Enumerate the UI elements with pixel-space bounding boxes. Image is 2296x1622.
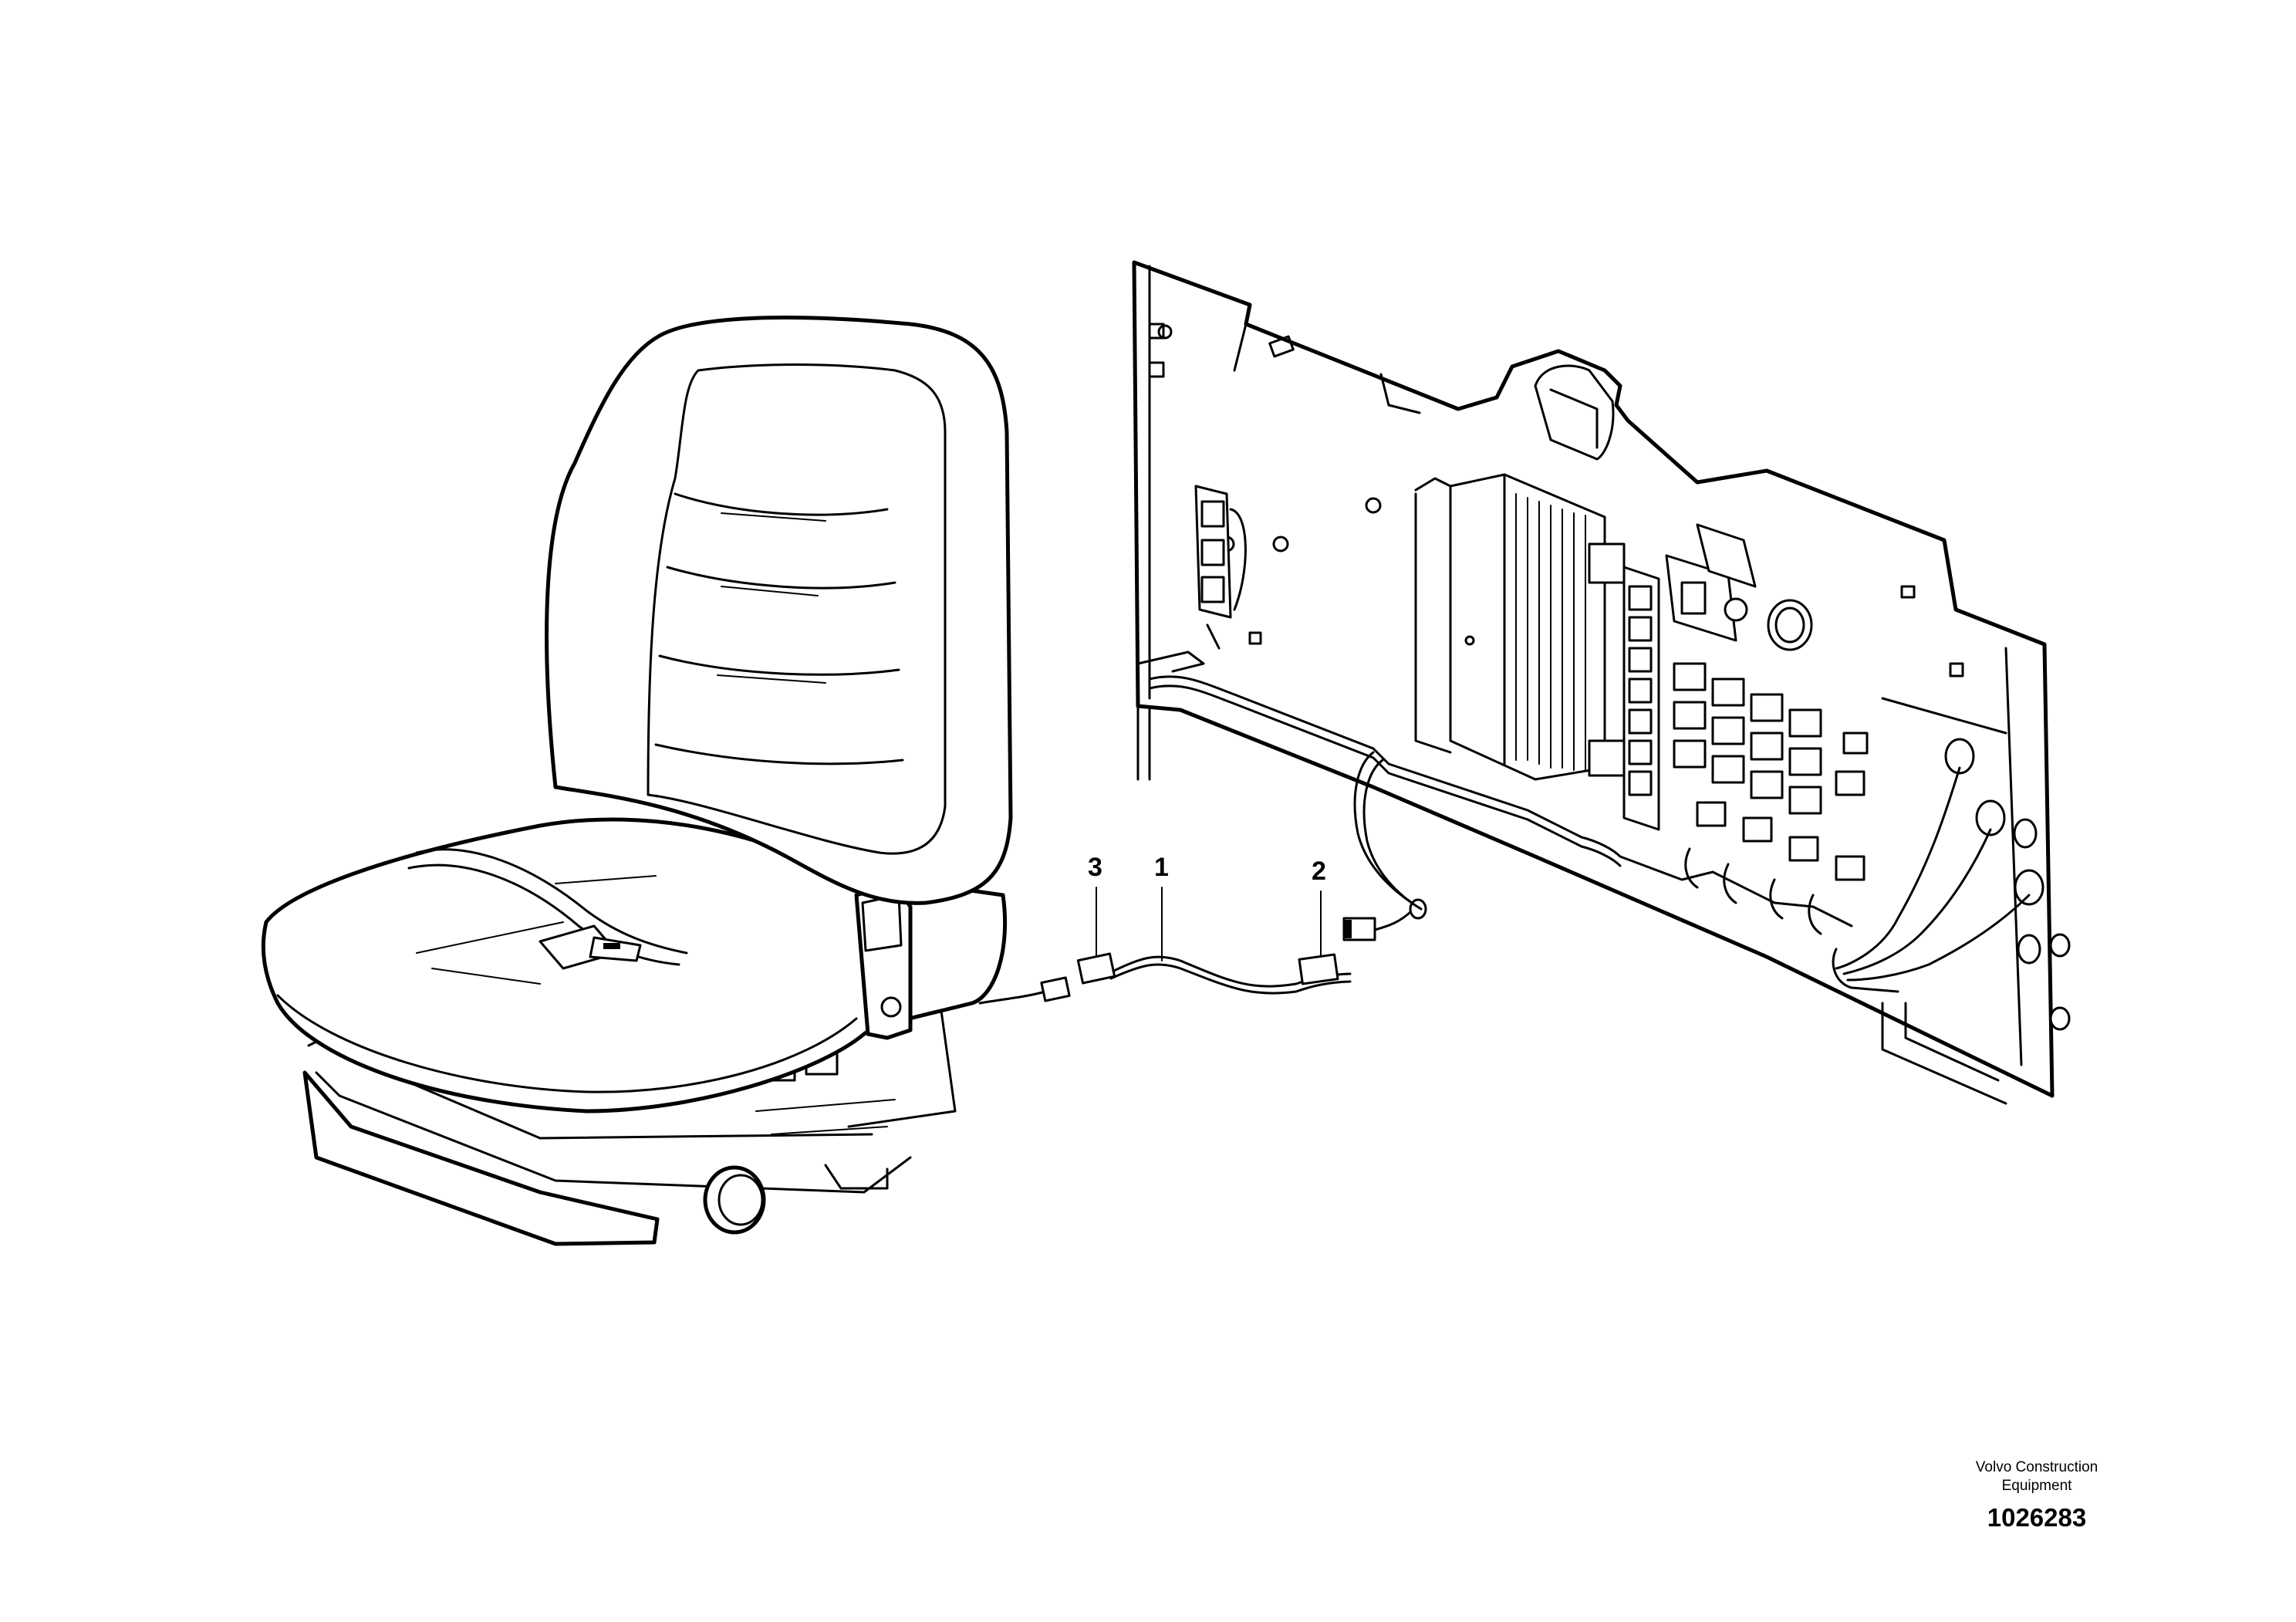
control-unit-module: [1414, 473, 1626, 781]
callout-2: 2: [1312, 857, 1326, 886]
operator-seat: [261, 316, 1013, 1246]
fuse-strip: [1622, 566, 1660, 831]
electrical-panel: [1132, 260, 2071, 1105]
relay-array: [1673, 662, 1869, 881]
manufacturer-label: Volvo Construction Equipment: [1936, 1458, 2137, 1495]
seat-backrest: [545, 316, 1013, 905]
height-adjust-knob-icon: [703, 1165, 766, 1235]
mating-plug: [1342, 898, 1427, 941]
grommets: [1944, 738, 2071, 1031]
connector-3: [1076, 952, 1116, 985]
instrument-area: [1534, 364, 1813, 651]
document-number: 1026283: [1987, 1503, 2087, 1532]
belt-buckle-icon: [854, 881, 913, 1040]
seat-belt: [407, 848, 688, 970]
connector-small: [1040, 976, 1071, 1002]
callouts: 3 1 2: [1088, 853, 1326, 961]
manufacturer-line-1: Volvo Construction: [1975, 1459, 2098, 1475]
seat-belt-harness: [978, 898, 1427, 1005]
callout-3: 3: [1088, 853, 1102, 882]
seat-cushion: [261, 817, 1008, 1113]
connector-strip-left: [1194, 485, 1247, 619]
callout-1: 1: [1154, 853, 1169, 882]
panel-wiring: [1136, 623, 2031, 993]
manufacturer-line-2: Equipment: [2001, 1478, 2072, 1494]
connector-2: [1298, 953, 1339, 985]
